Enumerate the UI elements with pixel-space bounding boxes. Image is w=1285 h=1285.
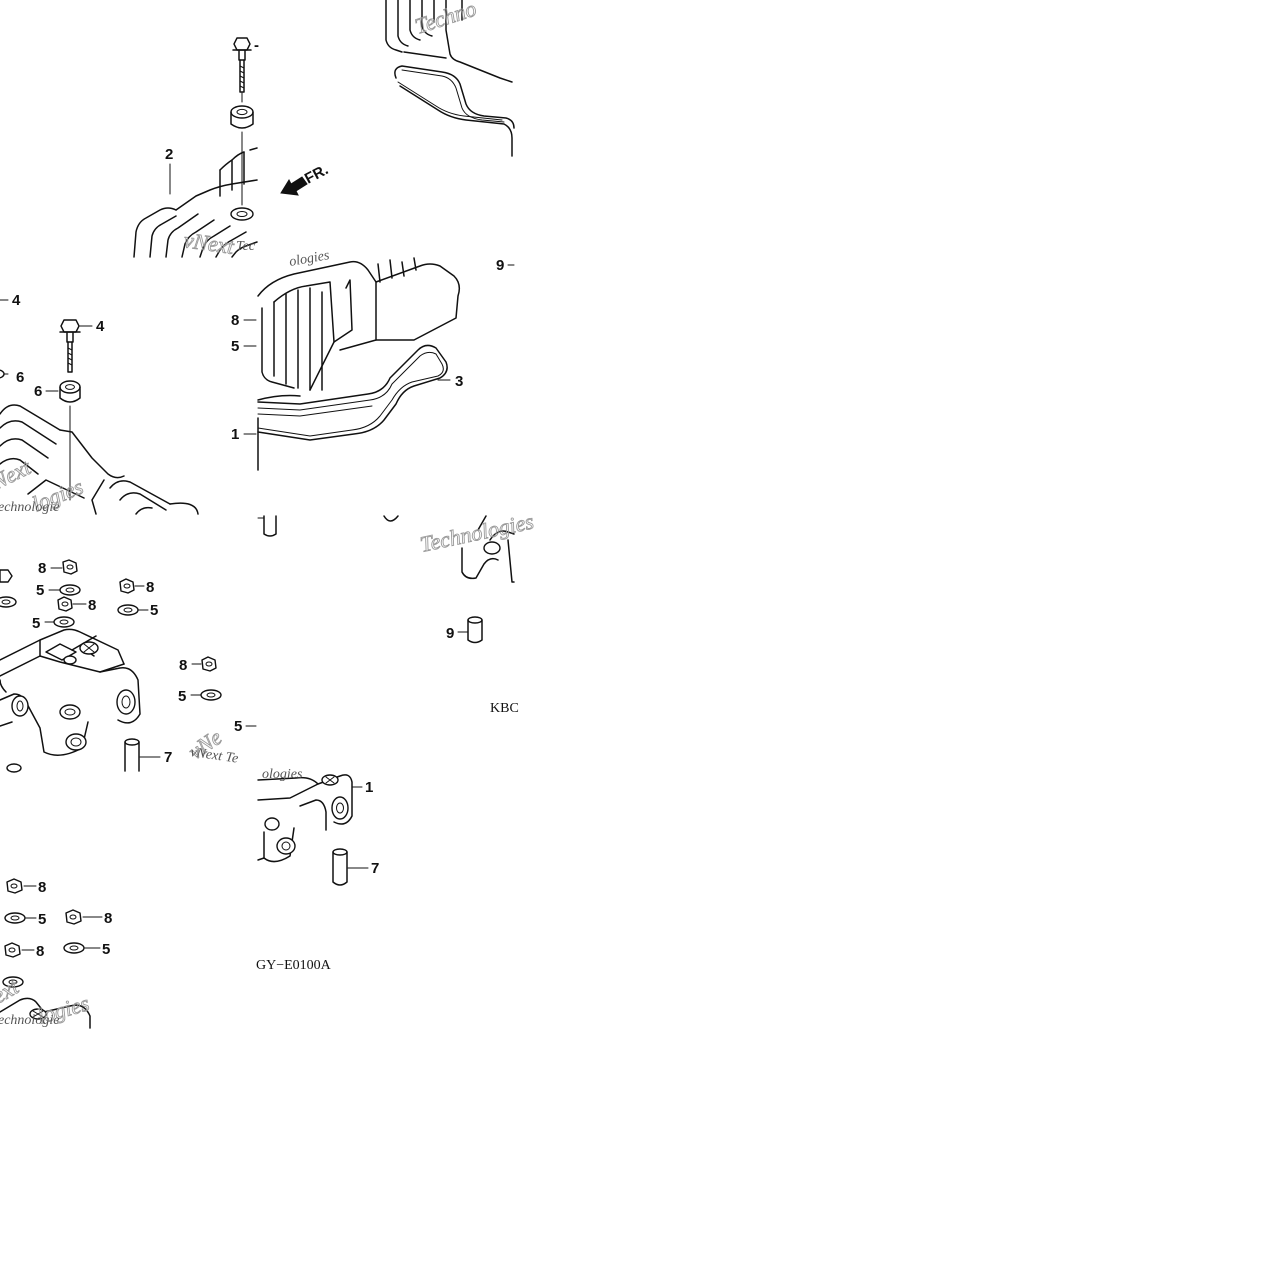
callout-label: 1 bbox=[231, 426, 239, 443]
callout-label: 8 bbox=[36, 943, 44, 960]
bolt-part bbox=[59, 319, 93, 373]
callout-label: - bbox=[254, 37, 259, 54]
callout-label: 8 bbox=[104, 910, 112, 927]
callout-label: 7 bbox=[371, 860, 379, 877]
callout-label: 1 bbox=[365, 779, 373, 796]
callout-1: 1 bbox=[231, 426, 257, 443]
callout-label: 5 bbox=[178, 688, 186, 705]
gasket-part bbox=[394, 65, 515, 157]
callout-label: 5 bbox=[102, 941, 110, 958]
holder-fragment bbox=[461, 515, 515, 583]
watermark-text: Technologies bbox=[418, 508, 536, 556]
watermark-text: vNext Te bbox=[189, 745, 239, 767]
callout-label: 9 bbox=[446, 625, 454, 642]
watermark-text: ologies bbox=[288, 248, 331, 270]
callout-5: 5 bbox=[231, 338, 257, 355]
cover-part bbox=[257, 257, 461, 401]
cover-part bbox=[0, 404, 199, 515]
callout-label: 5 bbox=[36, 582, 44, 599]
bolt-part bbox=[232, 37, 252, 103]
tile-cylinder-head-cover-top: FR. Techno bbox=[280, 0, 515, 196]
washer-part bbox=[230, 105, 254, 206]
callout-label: 8 bbox=[231, 312, 239, 329]
watermark-text: echnologie bbox=[0, 1013, 59, 1028]
callout-label: 8 bbox=[146, 579, 154, 596]
callout-label: 8 bbox=[179, 657, 187, 674]
callout-3: 3 bbox=[437, 373, 463, 390]
callout-label: 4 bbox=[12, 292, 21, 309]
callout-label: 5 bbox=[38, 911, 46, 928]
callout-label: 3 bbox=[455, 373, 463, 390]
watermark-text: ologies bbox=[262, 767, 303, 782]
diagram-code: KBC bbox=[490, 701, 519, 716]
rocker-arm-holder-part bbox=[257, 774, 353, 863]
dowel-pin-part: 7 bbox=[332, 848, 379, 886]
nut-part bbox=[0, 559, 217, 672]
dowel-pin-part: 7 bbox=[124, 738, 172, 772]
front-direction-arrow: FR. bbox=[280, 161, 331, 196]
washer-part bbox=[0, 584, 222, 773]
gasket-part bbox=[257, 344, 448, 441]
tile-dowel-pins: 9 KBC Technologies bbox=[257, 508, 536, 716]
callout-9: 9 bbox=[496, 257, 515, 274]
tile-rocker-arm-holder-fasteners: 8 5 8 8 5 5 8 5 bbox=[0, 559, 257, 773]
callout-2: 2 bbox=[165, 146, 173, 195]
watermark-text: Tec bbox=[236, 239, 256, 254]
tile-cover-fasteners: 4 4 6 6 bbox=[0, 292, 199, 517]
callout-4: 4 bbox=[0, 292, 21, 309]
callout-label: 5 bbox=[231, 338, 239, 355]
callout-6: 6 bbox=[0, 369, 24, 386]
washer-part bbox=[2, 912, 85, 988]
callout-label: 2 bbox=[165, 146, 173, 163]
callout-label: 5 bbox=[32, 615, 40, 632]
cover-part bbox=[133, 147, 258, 258]
watermark-text: vNext bbox=[182, 227, 236, 259]
holder-fragment bbox=[0, 997, 91, 1029]
tile-cover-gasket: 3 8 5 1 9 ologies bbox=[231, 248, 515, 471]
callout-label: 4 bbox=[96, 318, 105, 335]
washer-part bbox=[59, 380, 81, 501]
diagram-code: GY−E0100A bbox=[256, 958, 332, 973]
dowel-pin-part: 9 bbox=[446, 616, 483, 644]
tile-rocker-arm-holder: 1 7 GY−E0100A ologies bbox=[256, 767, 379, 973]
callout-label: 8 bbox=[38, 560, 46, 577]
callout-1: 1 bbox=[351, 779, 373, 796]
watermark-text: echnologie bbox=[0, 500, 59, 515]
callout-label: 5 bbox=[234, 718, 242, 735]
callout-label: 6 bbox=[34, 383, 42, 400]
tile-nuts-washers: 8 5 8 8 5 ext logies echnologie bbox=[0, 878, 112, 1029]
callout-label: 9 bbox=[496, 257, 504, 274]
callout-8: 8 bbox=[231, 312, 257, 329]
callout-label: 8 bbox=[88, 597, 96, 614]
tile-cylinder-head-cover-left: 2 - vNext Tec bbox=[133, 37, 259, 259]
callout-label: 8 bbox=[38, 879, 46, 896]
nut-part bbox=[4, 878, 82, 958]
callout-label: 6 bbox=[16, 369, 24, 386]
rocker-arm-holder-part bbox=[0, 628, 141, 756]
callout-label: 5 bbox=[150, 602, 158, 619]
callout-label: 7 bbox=[164, 749, 172, 766]
